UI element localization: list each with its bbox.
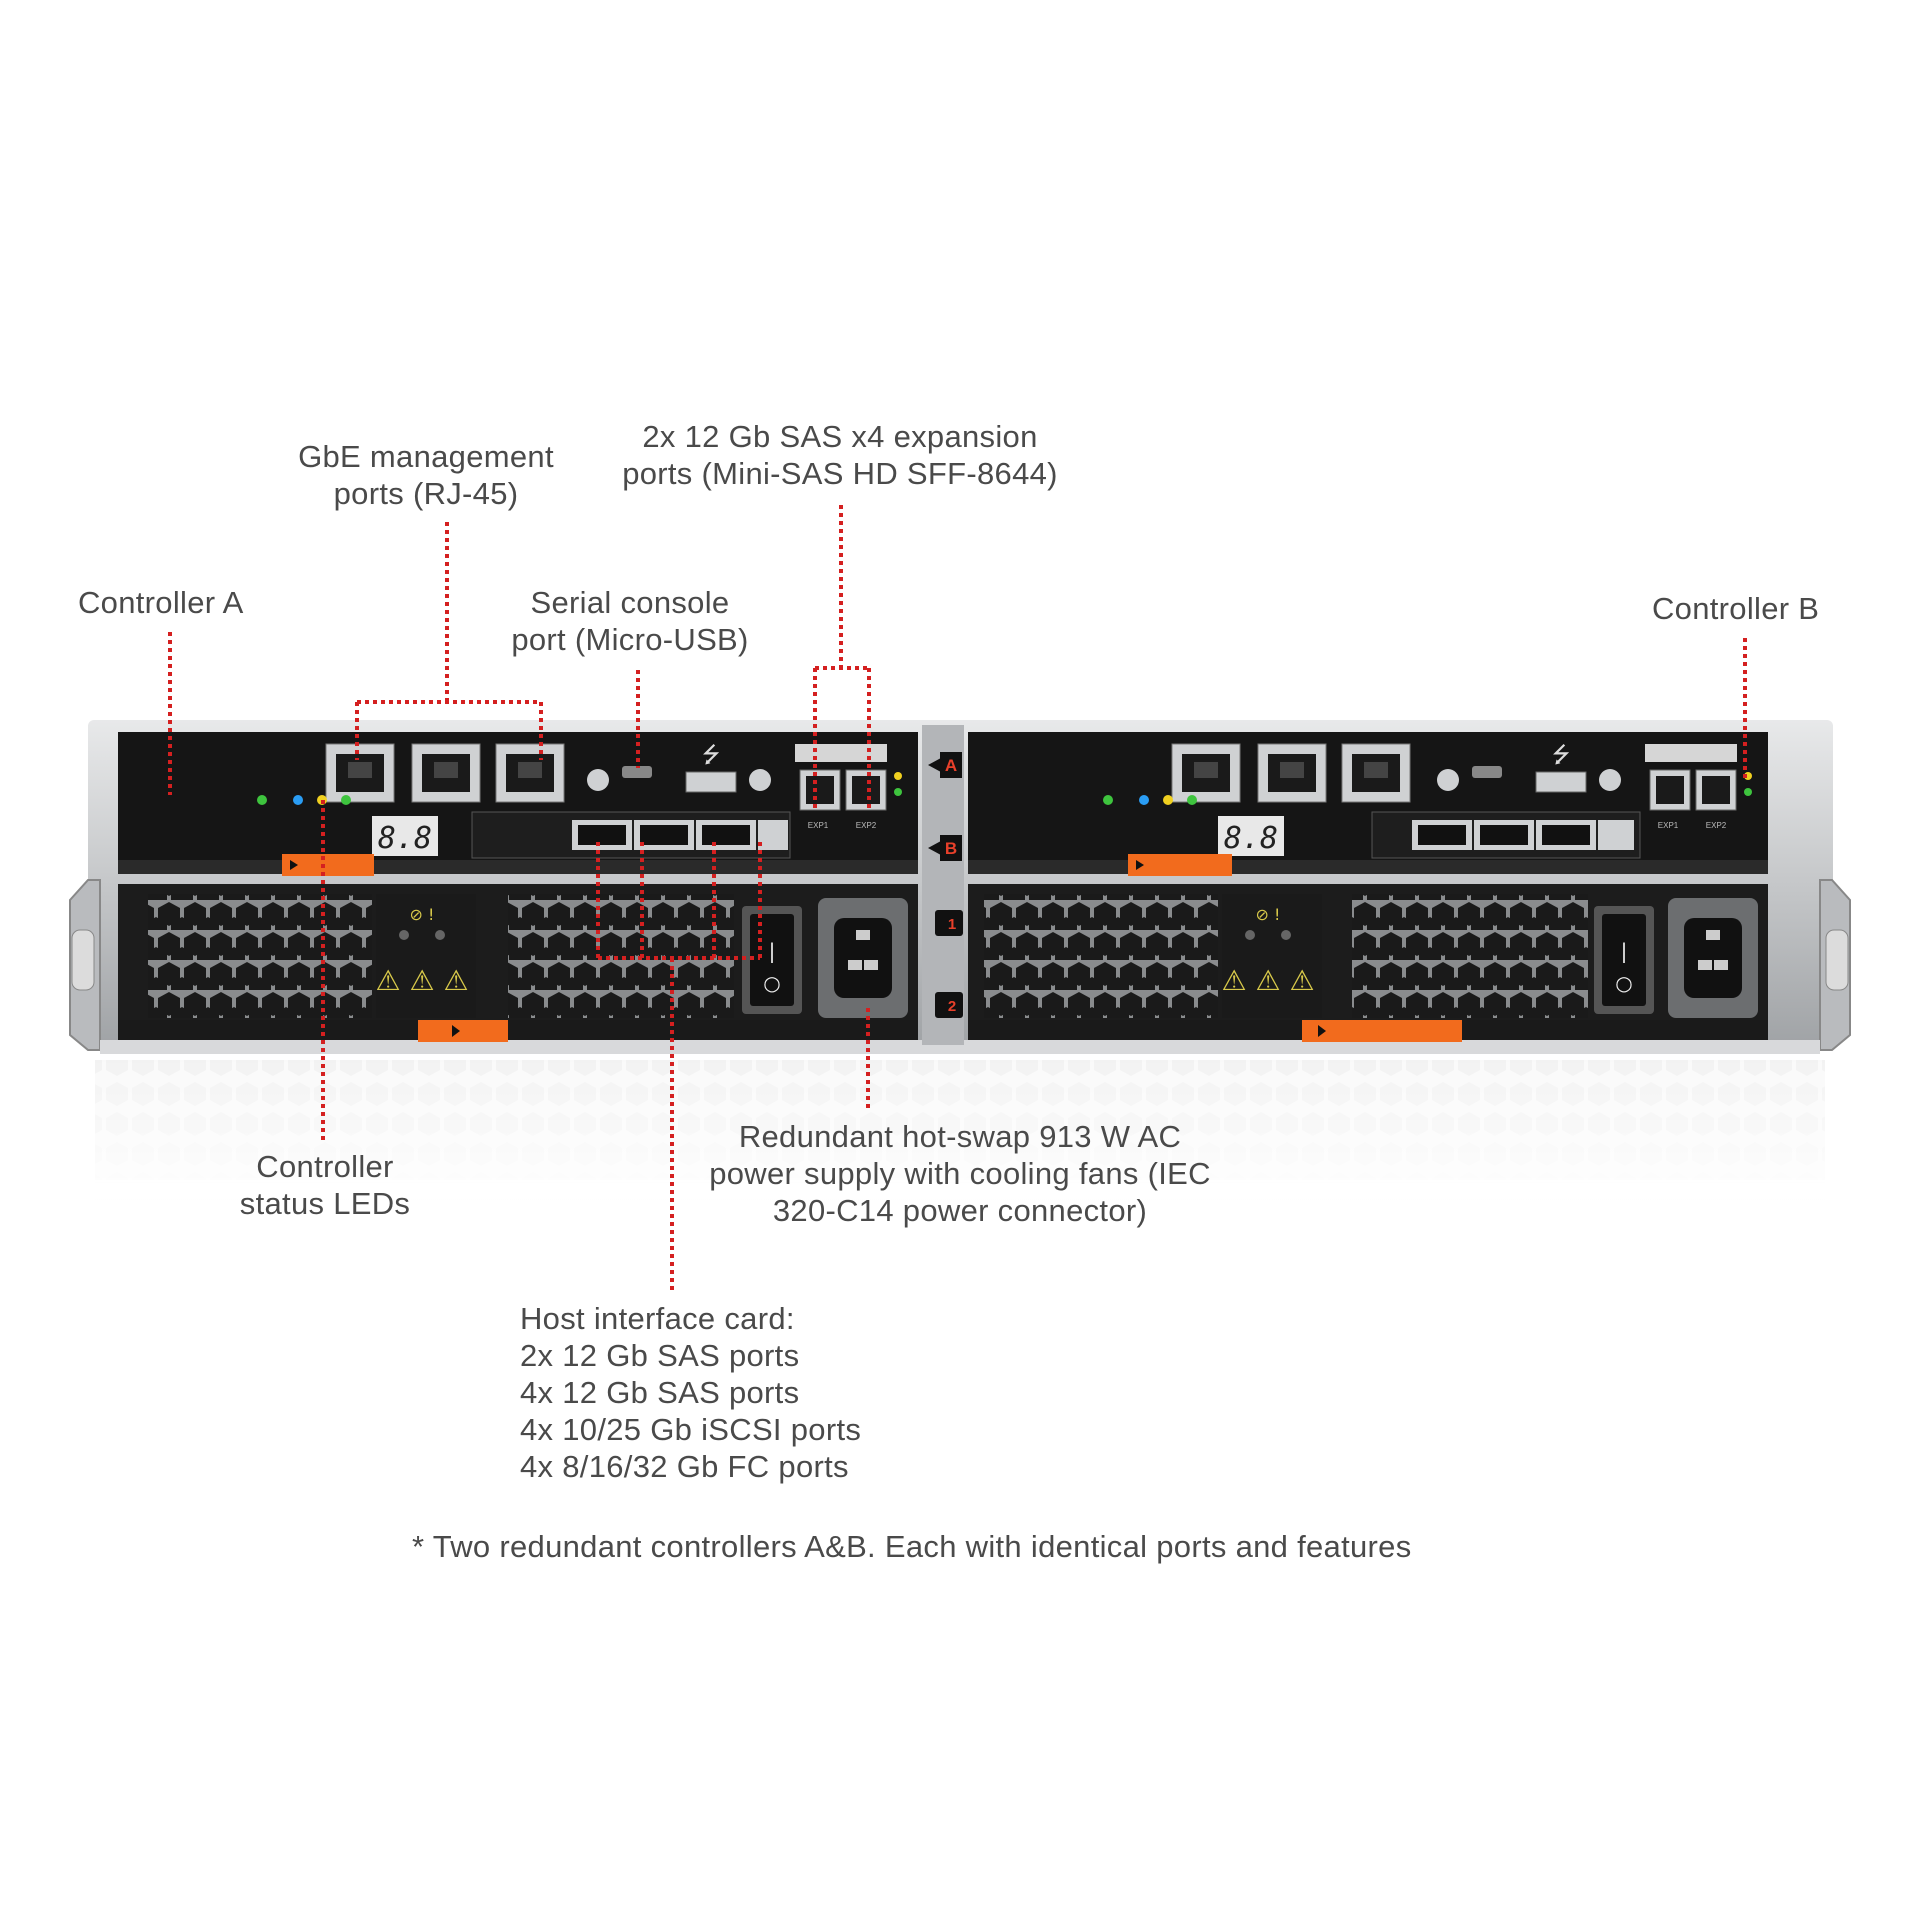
controller-b-module: ⭍ EXP1 EXP2 8.8 [968, 732, 1768, 876]
controller-a-gbe-port-3 [495, 743, 565, 803]
psu-1-fan-grille-right [508, 894, 734, 1018]
usb-icon: ⭍ [702, 743, 720, 768]
controller-a-exp1-label: EXP1 [808, 821, 829, 830]
controller-b-led-blue [1139, 795, 1149, 805]
label-host-interface: Host interface card: 2x 12 Gb SAS ports … [520, 1301, 862, 1484]
controller-b-exp2-label: EXP2 [1706, 821, 1727, 830]
controller-a-release-handle [282, 854, 374, 876]
controller-a-exp2-label: EXP2 [856, 821, 877, 830]
controller-a-led-blue [293, 795, 303, 805]
label-serial-console: Serial console port (Micro-USB) [511, 585, 749, 657]
label-status-leds: Controller status LEDs [239, 1149, 411, 1221]
controller-b-led-yellow [1163, 795, 1173, 805]
center-divider [922, 725, 964, 1045]
psu-label-1: 1 [948, 916, 956, 933]
controller-a-gbe-port-1 [325, 743, 395, 803]
controller-b-led-green-2 [1187, 795, 1197, 805]
svg-text:○: ○ [1615, 971, 1632, 995]
power-supply-2: ⊘ ! ⚠ ⚠ ⚠ | ○ [968, 884, 1768, 1042]
controller-a-module: ⭍ EXP1 EXP2 8.8 [118, 732, 918, 876]
left-ear-handle [71, 929, 95, 991]
controller-b-gbe-port-3 [1341, 743, 1411, 803]
bay-marker-b: B [928, 835, 962, 861]
psu-marker-2: 2 [935, 992, 963, 1018]
controller-a-expansion-label-strip [795, 744, 887, 762]
controller-b-display-digits: 8.8 [1224, 821, 1278, 856]
svg-text:○: ○ [763, 971, 780, 995]
psu-2-label-panel [1222, 894, 1322, 1018]
controller-b-led-green-1 [1103, 795, 1113, 805]
right-ear-handle [1825, 929, 1849, 991]
controller-b-gbe-port-1 [1171, 743, 1241, 803]
controller-b-exp1-label: EXP1 [1658, 821, 1679, 830]
psu-1-release-handle [418, 1020, 508, 1042]
psu-2-release-handle [1302, 1020, 1462, 1042]
callout-host-interface [596, 840, 762, 1290]
psu-1-fan-grille-left [148, 894, 372, 1018]
psu-marker-1: 1 [935, 910, 963, 936]
controller-b-micro-usb-port [1472, 766, 1502, 778]
power-supply-1: ⊘ ! ⚠ ⚠ ⚠ | ○ [118, 884, 918, 1042]
psu-2-fan-grille-left [984, 894, 1218, 1018]
label-gbe-management: GbE management ports (RJ-45) [298, 439, 554, 511]
callout-sas-expansion [813, 505, 871, 808]
svg-text:|: | [769, 939, 776, 963]
controller-a-led-green-2 [341, 795, 351, 805]
usb-icon: ⭍ [1552, 743, 1570, 768]
controller-b-seven-segment-display [1218, 816, 1284, 856]
controller-b-gbe-port-2 [1257, 743, 1327, 803]
footnote: * Two redundant controllers A&B. Each wi… [412, 1529, 1412, 1564]
controller-a-micro-usb-port [622, 766, 652, 778]
controller-a-screw-2 [749, 769, 771, 791]
controller-b-expansion-label-strip [1645, 744, 1737, 762]
svg-text:⊘ !: ⊘ ! [410, 905, 435, 924]
callout-gbe-management [355, 522, 543, 760]
psu-label-2: 2 [948, 998, 956, 1015]
svg-text:⊘ !: ⊘ ! [1256, 905, 1281, 924]
controller-b-release-handle [1128, 854, 1232, 876]
bay-label-a: A [945, 756, 957, 775]
svg-text:|: | [1621, 939, 1628, 963]
bay-marker-a: A [928, 752, 962, 778]
bay-label-b: B [945, 839, 957, 858]
controller-a-display-digits: 8.8 [378, 821, 432, 856]
controller-b-host-ports [1412, 820, 1634, 850]
controller-a-led-green-1 [257, 795, 267, 805]
psu-2-fan-grille-right [1352, 894, 1588, 1018]
floor-reflection [95, 1040, 1825, 1200]
controller-a-gbe-port-2 [411, 743, 481, 803]
label-controller-b: Controller B [1652, 591, 1820, 626]
controller-a-seven-segment-display [372, 816, 438, 856]
controller-b-screw-2 [1599, 769, 1621, 791]
label-sas-expansion: 2x 12 Gb SAS x4 expansion ports (Mini-SA… [622, 419, 1058, 491]
controller-b-screw-1 [1437, 769, 1459, 791]
label-power-supply: Redundant hot-swap 913 W AC power supply… [709, 1119, 1211, 1228]
controller-b-usb-port [1535, 771, 1587, 793]
psu-1-label-panel [376, 894, 476, 1018]
controller-a-usb-port [685, 771, 737, 793]
callout-lines [168, 505, 1747, 1290]
controller-a-host-ports [572, 820, 788, 850]
label-controller-a: Controller A [78, 585, 244, 620]
controller-a-screw-1 [587, 769, 609, 791]
warning-icon: ⚠ ⚠ ⚠ [375, 964, 468, 997]
warning-icon: ⚠ ⚠ ⚠ [1221, 964, 1314, 997]
